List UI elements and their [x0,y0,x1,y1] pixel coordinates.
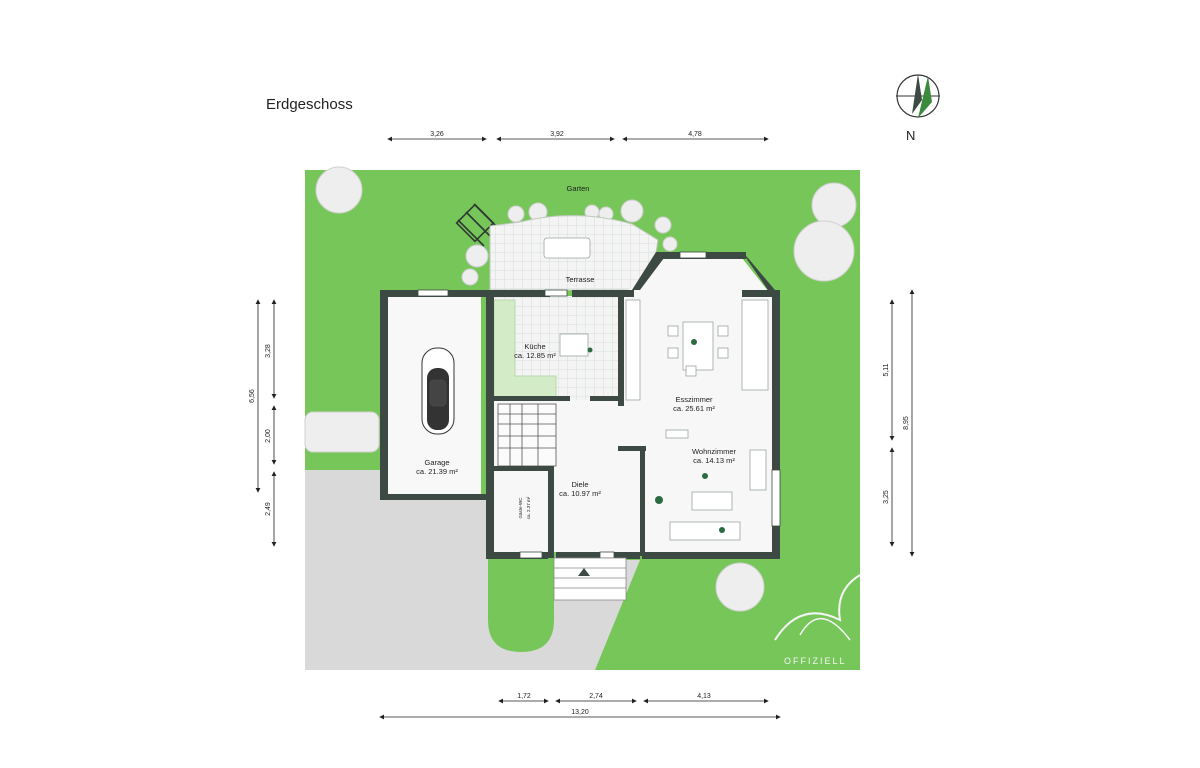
diele-name: Diele [571,480,588,489]
dim-top-2: 3,92 [550,131,564,138]
staircase [497,403,557,467]
entrance-steps [553,557,627,601]
dim-left-total: 6,56 [249,389,256,403]
watermark-logo [774,574,861,641]
gaeste-wc-area: ca. 2.37 m² [526,496,531,519]
driveway [305,470,640,670]
compass-icon [896,74,940,118]
watermark-text: OFFIZIELL [784,656,847,666]
dim-bottom-total: 13,20 [571,709,589,716]
shrubs [304,166,857,612]
esszimmer-floor [622,258,772,552]
esszimmer-name: Esszimmer [675,395,713,404]
dim-bottom-2: 2,74 [589,693,603,700]
garage-name: Garage [424,458,449,467]
front-lawn [488,556,554,652]
gaeste-wc-name: Gäste-WC [518,497,523,519]
decor-green [587,339,725,533]
dim-right-2: 3,25 [883,490,890,504]
kueche-area: ca. 12.85 m² [514,351,556,360]
wohnzimmer-name: Wohnzimmer [692,447,737,456]
dim-bottom-3: 4,13 [697,693,711,700]
diele-area: ca. 10.97 m² [559,489,601,498]
dim-bottom-1: 1,72 [517,693,531,700]
car [421,347,455,435]
walls [380,252,780,559]
garage-area: ca. 21.39 m² [416,467,458,476]
dimension-lines [255,136,915,720]
terrasse-label: Terrasse [566,275,595,284]
furniture [543,237,769,541]
dim-top-1: 3,26 [430,131,444,138]
dim-left-3: 2,49 [265,502,272,516]
north-label: N [906,128,916,143]
windows [417,251,781,559]
kueche-name: Küche [524,342,545,351]
wohnzimmer-area: ca. 14.13 m² [693,456,735,465]
dim-right-1: 5,11 [883,363,890,376]
floor-title: Erdgeschoss [266,96,353,113]
esszimmer-area: ca. 25.61 m² [673,404,715,413]
dim-right-total: 8,95 [903,416,910,430]
dim-left-2: 2,00 [265,429,272,443]
garten-label: Garten [567,184,590,193]
dim-top-3: 4,78 [688,131,702,138]
dim-left-1: 3,28 [265,344,272,358]
